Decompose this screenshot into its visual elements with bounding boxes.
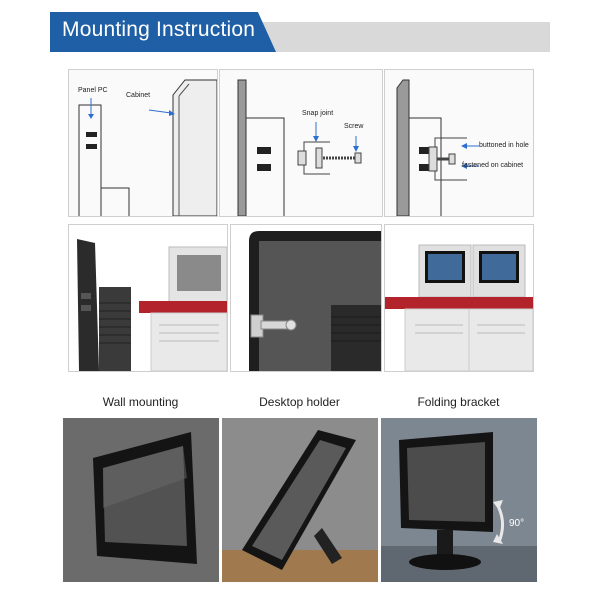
caption-wall-mounting: Wall mounting <box>102 395 179 409</box>
photo-desktop-holder <box>222 418 378 582</box>
buttoned-label: buttoned in hole <box>479 142 529 149</box>
diagram-drawing <box>237 79 362 216</box>
photo-cabinet-with-panels <box>384 224 534 372</box>
diagram-drawing <box>78 79 217 216</box>
photo-panel-side <box>68 224 228 372</box>
wall-mount-photo <box>63 418 219 582</box>
diagram-panel-pc-cabinet: Panel PC Cabinet <box>68 69 218 217</box>
desktop-holder-photo <box>222 418 378 582</box>
photo-wall-mounting <box>63 418 219 582</box>
cabinet-label: Cabinet <box>126 92 151 99</box>
folding-bracket-photo <box>381 418 537 582</box>
closeup-photo <box>231 225 381 371</box>
panel-pc-label: Panel PC <box>78 87 108 94</box>
fastened-label: fastened on cabinet <box>462 162 524 169</box>
photo-folding-bracket: 90° <box>381 418 537 582</box>
angle-badge: 90° <box>509 518 525 529</box>
screw-label: Screw <box>344 123 364 130</box>
photo-snap-joint-closeup <box>230 224 382 372</box>
cabinet-photo <box>385 225 533 371</box>
page-title: Mounting Instruction <box>62 18 256 41</box>
diagram-drawing <box>396 79 479 216</box>
diagram-snap-joint: Snap joint Screw <box>219 69 383 217</box>
caption-desktop-holder: Desktop holder <box>259 395 340 409</box>
header-tab <box>50 12 276 52</box>
snap-joint-label: Snap joint <box>302 110 334 117</box>
panel-photo <box>69 225 227 371</box>
caption-folding-bracket: Folding bracket <box>417 395 500 409</box>
diagram-fastened-on-cabinet: buttoned in hole fastened on cabinet <box>384 69 534 217</box>
